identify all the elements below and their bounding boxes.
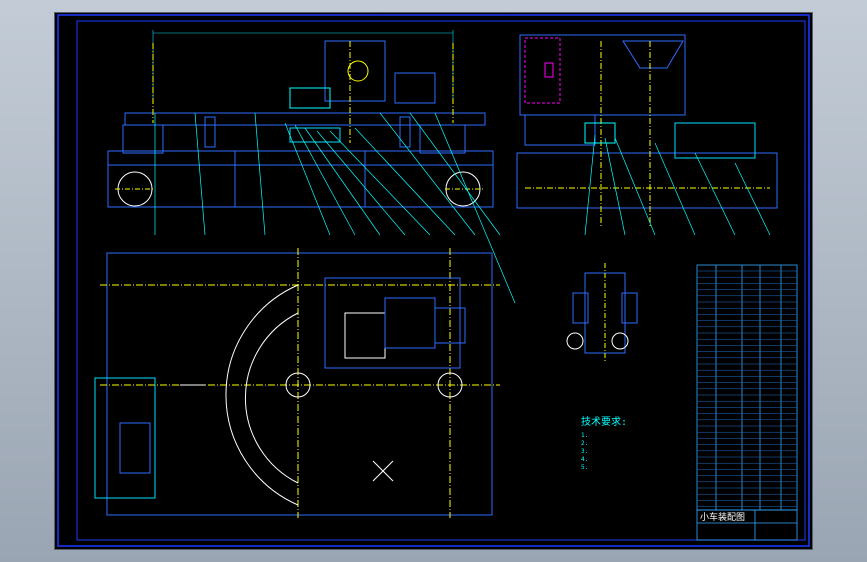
tech-req-item-2: 2. [581,440,588,447]
tech-req-item-3: 3. [581,448,588,455]
tech-req-item-5: 5. [581,464,588,471]
front-elevation-view [107,30,494,208]
plan-view [94,248,500,518]
title-block-drawing-name: 小车装配图 [700,511,745,523]
tech-req-item-1: 1. [581,432,588,439]
side-elevation-view [516,34,778,228]
plan-view-cross [372,460,394,482]
cad-viewport[interactable]: 技术要求: 1. 2. 3. 4. 5. 小车装配图 [55,13,812,549]
tech-req-heading: 技术要求: [581,415,627,428]
title-block [696,509,798,541]
detail-view [566,263,638,361]
sheet-outer-border [57,14,810,547]
parts-list-rows [697,270,797,507]
front-view-leaders [154,112,516,304]
technical-requirements: 技术要求: 1. 2. 3. 4. 5. [581,415,627,471]
sheet-inner-border [76,20,806,541]
cad-drawing: 技术要求: 1. 2. 3. 4. 5. 小车装配图 [57,14,810,547]
side-view-leaders [584,134,771,236]
tech-req-item-4: 4. [581,456,588,463]
